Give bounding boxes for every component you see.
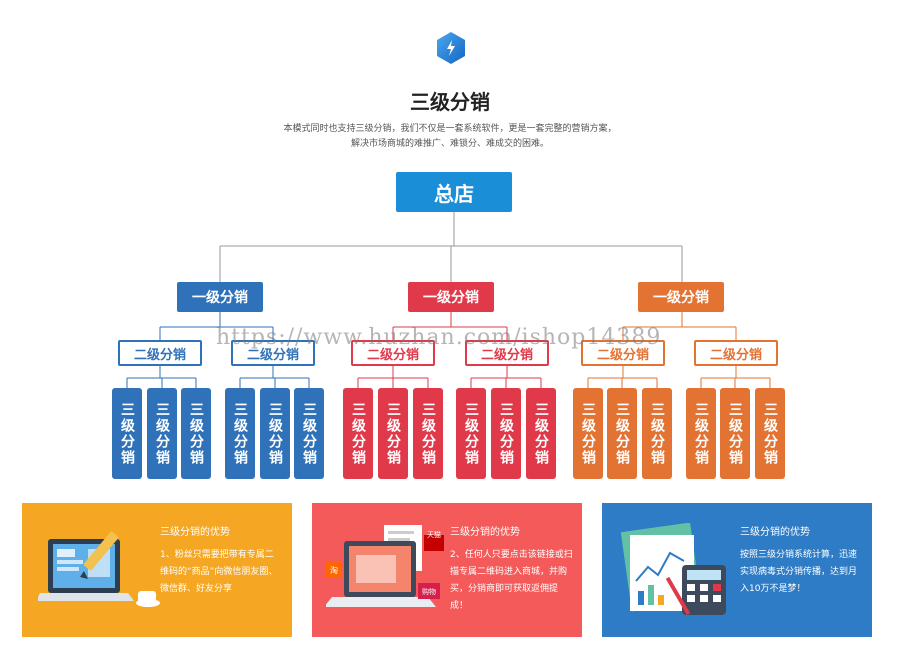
card-1-title: 三级分销的优势 bbox=[160, 527, 230, 538]
level2-node-red-1: 二级分销 bbox=[351, 340, 435, 366]
level3-node: 三级分销 bbox=[378, 388, 408, 479]
level2-node-orange-2: 二级分销 bbox=[694, 340, 778, 366]
level3-node: 三级分销 bbox=[147, 388, 177, 479]
laptop-shopping-icon bbox=[326, 525, 444, 607]
level2-node-red-2: 二级分销 bbox=[465, 340, 549, 366]
advantage-card-2: 淘 天猫 购物 三级分销的优势 2、任何人只要点击该链接或扫描专属二维码进入商城… bbox=[312, 503, 582, 637]
level3-node: 三级分销 bbox=[642, 388, 672, 479]
advantage-card-1: 三级分销的优势 1、粉丝只需要把带有专属二维码的“商品”向微信朋友圈、微信群、好… bbox=[22, 503, 292, 637]
level3-node: 三级分销 bbox=[686, 388, 716, 479]
level3-node: 三级分销 bbox=[607, 388, 637, 479]
description-line-1: 本模式同时也支持三级分销，我们不仅是一套系统软件，更是一套完整的营销方案， bbox=[283, 124, 617, 134]
card-2-text: 2、任何人只要点击该链接或扫描专属二维码进入商城，并购买，分销商即可获取返佣提成… bbox=[450, 550, 573, 611]
page-description: 本模式同时也支持三级分销，我们不仅是一套系统软件，更是一套完整的营销方案， 解决… bbox=[0, 122, 900, 152]
level3-node: 三级分销 bbox=[491, 388, 521, 479]
laptop-pencil-icon bbox=[38, 531, 160, 607]
level3-node: 三级分销 bbox=[573, 388, 603, 479]
level1-node-red: 一级分销 bbox=[408, 282, 494, 312]
level1-node-orange: 一级分销 bbox=[638, 282, 724, 312]
page-title: 三级分销 bbox=[410, 90, 490, 114]
level1-node-blue: 一级分销 bbox=[177, 282, 263, 312]
level2-node-orange-1: 二级分销 bbox=[581, 340, 665, 366]
level3-node: 三级分销 bbox=[294, 388, 324, 479]
level3-node: 三级分销 bbox=[456, 388, 486, 479]
level3-node: 三级分销 bbox=[526, 388, 556, 479]
card-2-title: 三级分销的优势 bbox=[450, 527, 520, 538]
level3-node: 三级分销 bbox=[260, 388, 290, 479]
level2-node-blue-1: 二级分销 bbox=[118, 340, 202, 366]
root-node-head-store: 总店 bbox=[396, 172, 512, 212]
shop-badge: 购物 bbox=[422, 588, 436, 596]
level3-node: 三级分销 bbox=[720, 388, 750, 479]
taobao-badge: 淘 bbox=[330, 566, 338, 575]
tmall-badge: 天猫 bbox=[427, 531, 441, 539]
advantage-card-3: 三级分销的优势 按照三级分销系统计算，迅速实现病毒式分销传播，达到月入10万不是… bbox=[602, 503, 872, 637]
card-3-text: 按照三级分销系统计算，迅速实现病毒式分销传播，达到月入10万不是梦！ bbox=[740, 550, 858, 594]
description-line-2: 解决市场商城的难推广、难锁分、难成交的困难。 bbox=[350, 139, 549, 149]
level3-node: 三级分销 bbox=[225, 388, 255, 479]
level3-node: 三级分销 bbox=[343, 388, 373, 479]
level3-node: 三级分销 bbox=[112, 388, 142, 479]
level3-node: 三级分销 bbox=[413, 388, 443, 479]
level2-node-blue-2: 二级分销 bbox=[231, 340, 315, 366]
level3-node: 三级分销 bbox=[755, 388, 785, 479]
level3-node: 三级分销 bbox=[181, 388, 211, 479]
card-1-text: 1、粉丝只需要把带有专属二维码的“商品”向微信朋友圈、微信群、好友分享 bbox=[160, 550, 278, 594]
logo-hexagon-icon bbox=[437, 32, 465, 64]
watermark-url: https://www.huzhan.com/ishop14389 bbox=[216, 325, 662, 350]
chart-calculator-icon bbox=[620, 523, 726, 616]
card-3-title: 三级分销的优势 bbox=[740, 527, 810, 538]
